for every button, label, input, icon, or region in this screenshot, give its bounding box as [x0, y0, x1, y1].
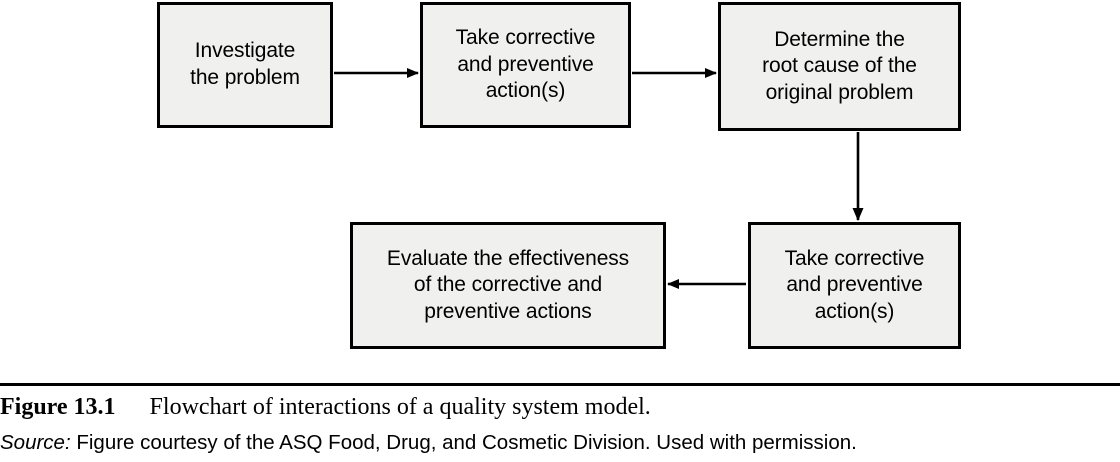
source-label: Source:	[0, 431, 71, 454]
source-text: Figure courtesy of the ASQ Food, Drug, a…	[70, 431, 857, 454]
flow-node-determine-root-cause: Determine the root cause of the original…	[718, 2, 961, 131]
flow-node-take-corrective-and-preventive-actions-bottom: Take corrective and preventive action(s)	[748, 222, 961, 349]
figure-caption-line: Figure 13.1 Flowchart of interactions of …	[0, 392, 1120, 422]
figure-source-line: Source: Figure courtesy of the ASQ Food,…	[0, 430, 1120, 456]
flow-node-take-corrective-and-preventive-actions-top: Take corrective and preventive action(s)	[420, 2, 631, 128]
caption-divider-rule	[0, 383, 1120, 386]
figure-caption-block: Figure 13.1 Flowchart of interactions of …	[0, 392, 1120, 456]
flow-node-evaluate-effectiveness: Evaluate the effectiveness of the correc…	[350, 222, 666, 349]
flowchart-canvas: Investigate the problem Take corrective …	[157, 2, 961, 349]
figure-number-label: Figure 13.1	[0, 394, 116, 420]
flow-node-investigate-the-problem: Investigate the problem	[157, 2, 333, 128]
figure-caption-text: Flowchart of interactions of a quality s…	[149, 394, 651, 420]
